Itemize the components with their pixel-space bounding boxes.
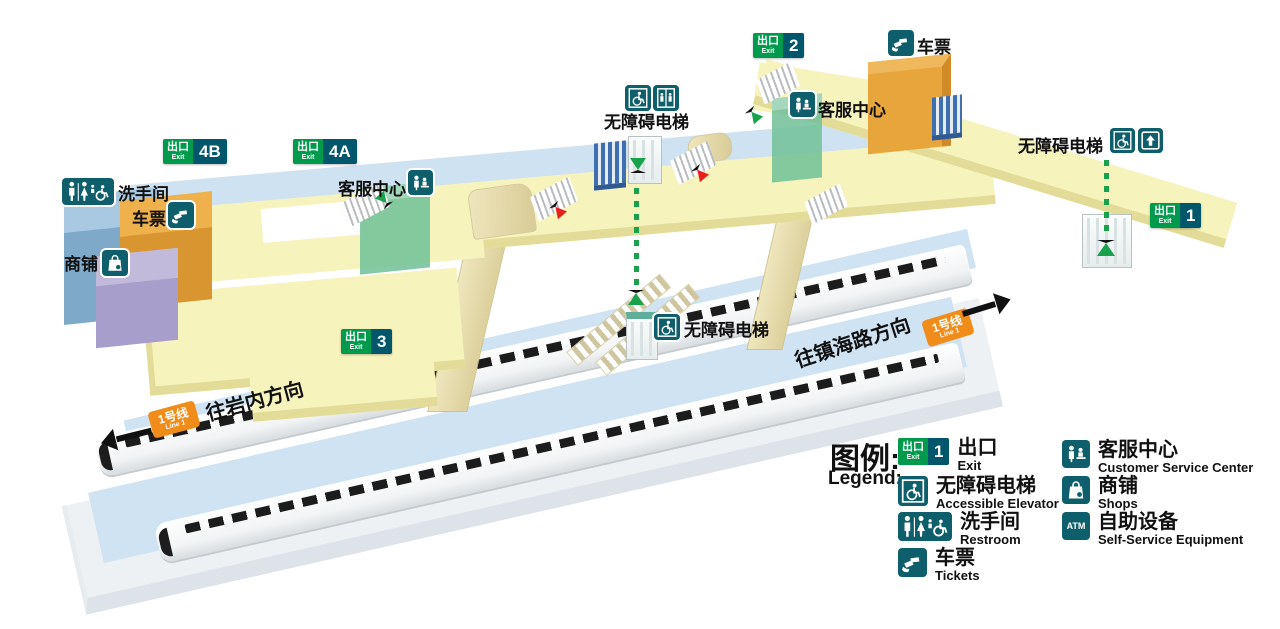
exit-number: 1: [1180, 203, 1202, 228]
exit-en: Exit: [349, 343, 363, 351]
tickets-label-left: 车票: [132, 210, 166, 229]
shops-label: 商铺: [64, 255, 98, 274]
ticket-vending-machines: [594, 140, 626, 191]
shops-icon: [102, 250, 128, 276]
tickets-icon: [898, 548, 927, 577]
accessible-elevator-label-top: 无障碍电梯: [604, 113, 689, 132]
tickets-icon: [168, 202, 194, 228]
customer-service-icon: [408, 170, 433, 195]
tickets-icon: [888, 30, 914, 56]
exit-number: 4A: [323, 139, 357, 164]
green-arrow-down: [630, 158, 646, 173]
elevator-link-line: [1104, 160, 1109, 238]
elevator-up-icon: [1138, 128, 1163, 153]
escalator-housing: [466, 181, 538, 241]
shops-icon: [1062, 476, 1090, 504]
exit-number: 2: [783, 33, 805, 58]
wheelchair-elevator-icon: [898, 476, 928, 506]
tickets-label-top: 车票: [917, 38, 951, 57]
wheelchair-elevator-icon: [1110, 128, 1135, 153]
elevator-link-line: [634, 188, 639, 288]
customer-service-icon: [790, 92, 815, 117]
exit-number: 4B: [193, 139, 227, 164]
exit-en: Exit: [1158, 217, 1172, 225]
elevator-doors-icon: [653, 85, 679, 111]
green-arrow-up: [1097, 240, 1115, 256]
exit-en: Exit: [171, 153, 185, 161]
legend-title: 图例:: [830, 443, 900, 476]
accessible-elevator-label-platform: 无障碍电梯: [684, 321, 769, 340]
exit-zh: 出口: [757, 35, 779, 48]
customer-service-icon: [1062, 440, 1090, 468]
shops-block: [96, 277, 178, 349]
exit-zh: 出口: [345, 331, 367, 344]
exit-zh: 出口: [297, 141, 319, 154]
exit-en: Exit: [301, 153, 315, 161]
wheelchair-elevator-icon: [654, 314, 680, 340]
accessible-elevator-label-right: 无障碍电梯: [1018, 137, 1103, 156]
customer-service-label-top: 客服中心: [818, 101, 886, 120]
wheelchair-elevator-icon: [625, 85, 651, 111]
restroom-icon: [62, 178, 114, 205]
elevator-platform: [626, 312, 658, 360]
exit-zh: 出口: [167, 141, 189, 154]
legend-subtitle: Legend:: [828, 468, 902, 489]
customer-service-label-mid: 客服中心: [338, 180, 406, 199]
atm-icon: ATM: [1062, 512, 1090, 540]
exit-en: Exit: [761, 47, 775, 55]
ticket-vending-machines: [932, 94, 962, 141]
restroom-icon: [898, 512, 952, 541]
exit-number: 3: [371, 329, 393, 354]
exit-zh: 出口: [1154, 205, 1176, 218]
elevator-concourse: [628, 136, 662, 184]
green-arrow-up: [628, 290, 644, 305]
restroom-label: 洗手间: [118, 185, 169, 204]
